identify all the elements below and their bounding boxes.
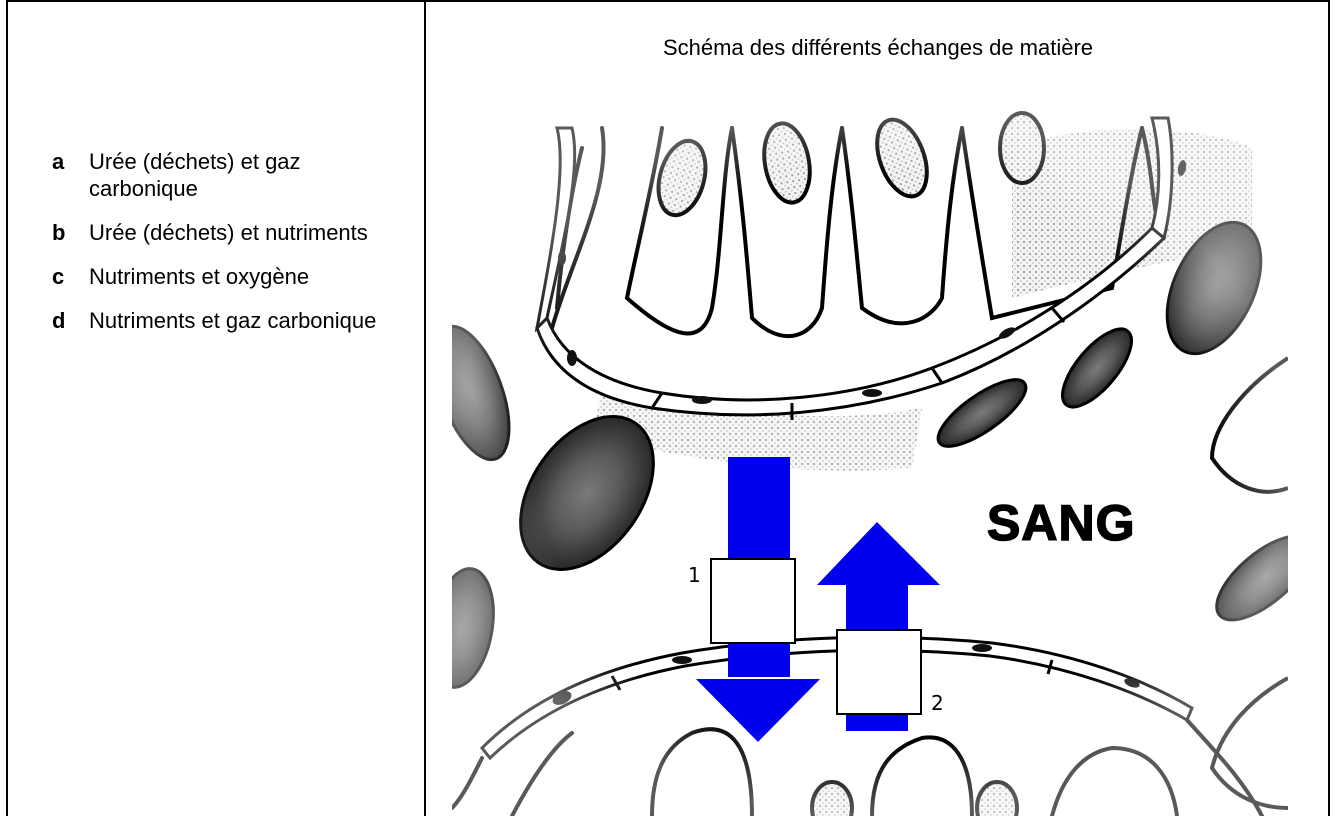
column-divider	[424, 0, 426, 816]
answer-box-1[interactable]	[710, 558, 796, 644]
option-letter: a	[52, 148, 89, 175]
answer-box-2[interactable]	[836, 629, 922, 715]
option-d[interactable]: d Nutriments et gaz carbonique	[52, 307, 412, 334]
option-text: Nutriments et oxygène	[89, 263, 309, 290]
box-2-number: 2	[931, 692, 944, 714]
option-c[interactable]: c Nutriments et oxygène	[52, 263, 412, 290]
box-1-number: 1	[688, 564, 701, 586]
option-text: Nutriments et gaz carbonique	[89, 307, 376, 334]
option-a[interactable]: a Urée (déchets) et gaz carbonique	[52, 148, 412, 202]
option-text: Urée (déchets) et nutriments	[89, 219, 368, 246]
answer-options: a Urée (déchets) et gaz carbonique b Uré…	[52, 148, 412, 351]
option-letter: b	[52, 219, 89, 246]
diagram-title: Schéma des différents échanges de matièr…	[426, 34, 1330, 61]
option-text: Urée (déchets) et gaz carbonique	[89, 148, 412, 202]
option-letter: c	[52, 263, 89, 290]
option-letter: d	[52, 307, 89, 334]
option-b[interactable]: b Urée (déchets) et nutriments	[52, 219, 412, 246]
